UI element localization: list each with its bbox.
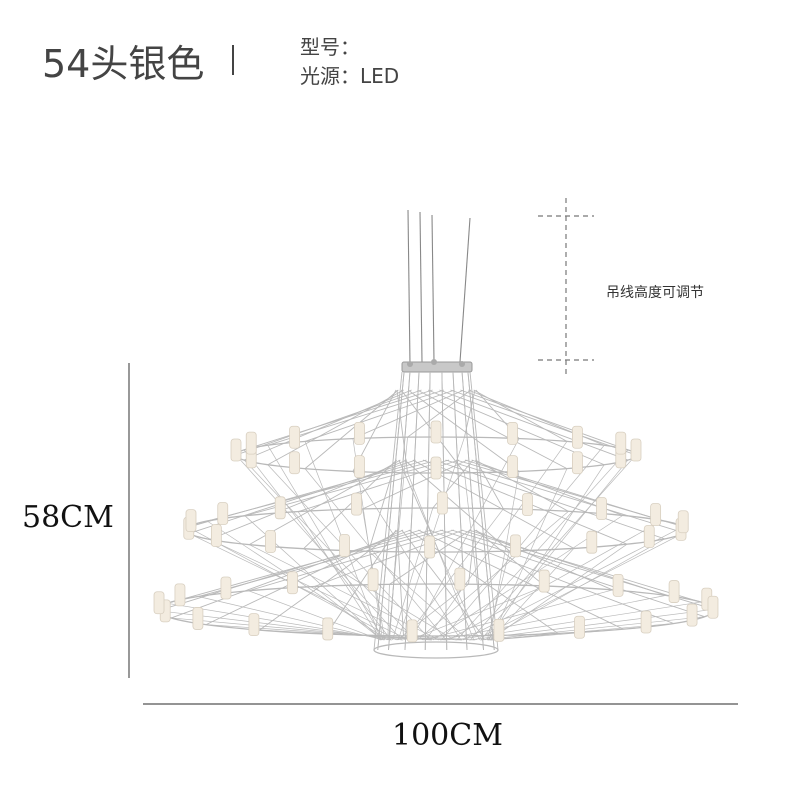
lamp-head <box>274 496 286 520</box>
lamp-head <box>507 455 518 479</box>
suspension-cables <box>407 209 471 366</box>
product-title: 54头银色 <box>42 42 205 86</box>
lamp-head <box>630 438 642 462</box>
lamp-head <box>493 618 505 642</box>
lamp-head <box>248 613 260 637</box>
lamp-head <box>538 569 550 593</box>
lamp-head <box>354 421 365 445</box>
lamp-head <box>643 525 655 548</box>
suspension-marker <box>538 198 594 378</box>
lamp-head <box>289 451 300 475</box>
lamp-head <box>686 603 698 627</box>
lamp-head <box>424 535 436 559</box>
lamp-head <box>351 492 362 516</box>
lamp-head <box>436 491 448 515</box>
lamp-head <box>650 503 662 526</box>
lamp-head <box>217 502 229 525</box>
lamp-head <box>430 456 442 480</box>
light-source-label: 光源：LED <box>300 64 400 88</box>
lamp-head <box>287 571 298 595</box>
lamp-head <box>572 451 583 475</box>
lamp-head <box>322 617 334 641</box>
lamp-head <box>668 580 680 603</box>
lamp-head <box>174 583 186 607</box>
lamp-head <box>289 425 300 449</box>
lamp-head <box>677 510 689 534</box>
chandelier-crown <box>401 359 473 373</box>
lamp-head <box>615 431 627 455</box>
lamp-head <box>522 493 533 516</box>
lamp-head <box>640 610 652 634</box>
lamp-head <box>265 530 276 553</box>
lamp-head <box>245 431 257 455</box>
lamp-head <box>210 524 222 547</box>
lamp-head <box>430 420 442 444</box>
lamp-head <box>454 567 466 591</box>
lamp-head <box>185 509 197 533</box>
lamp-head <box>230 438 242 462</box>
chandelier-frame <box>157 371 715 659</box>
title-separator <box>232 45 234 75</box>
lamp-head <box>367 568 379 592</box>
lamp-head <box>354 455 365 479</box>
chandelier-lamps <box>153 420 719 643</box>
lamp-head <box>574 615 585 639</box>
lamp-head <box>192 607 204 630</box>
lamp-head <box>153 591 165 615</box>
lamp-head <box>572 425 583 449</box>
lamp-head <box>612 573 624 597</box>
lamp-head <box>507 421 518 445</box>
lamp-head <box>339 534 350 557</box>
lamp-head <box>220 576 232 600</box>
lamp-head <box>707 595 719 619</box>
lamp-head <box>406 619 418 643</box>
suspension-note: 吊线高度可调节 <box>606 285 704 301</box>
lamp-head <box>586 530 598 554</box>
lamp-head <box>510 534 521 558</box>
lamp-head <box>596 497 607 520</box>
model-label: 型号： <box>300 35 360 59</box>
width-dimension-label: 100CM <box>392 718 503 753</box>
height-dimension-label: 58CM <box>22 500 114 535</box>
